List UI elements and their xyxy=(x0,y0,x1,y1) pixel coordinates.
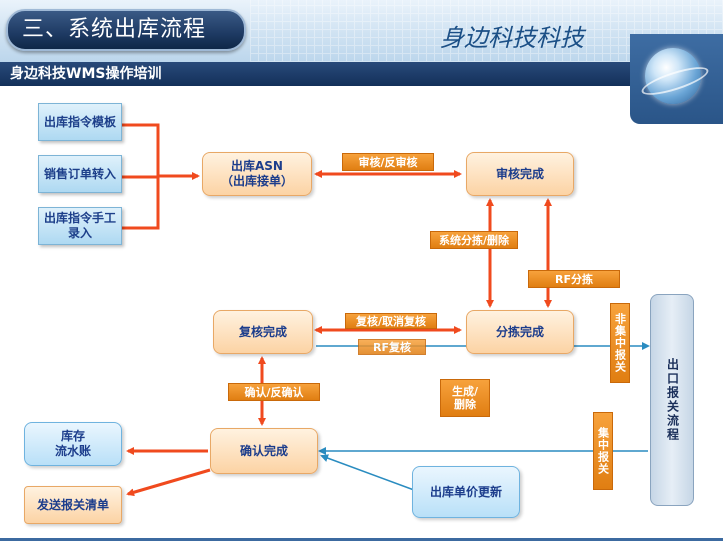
box-send-customs-list: 发送报关清单 xyxy=(24,486,122,524)
box-export-customs-flow: 出口报关流程 xyxy=(650,294,694,506)
box-price-update: 出库单价更新 xyxy=(412,466,520,518)
connector-doc1 xyxy=(122,123,160,176)
label-confirm-unconfirm: 确认/反确认 xyxy=(228,383,320,401)
subtitle-bar xyxy=(0,62,630,86)
connector-price-confirm xyxy=(320,454,415,491)
brand-wordmark: 身边科技科技 xyxy=(440,24,584,52)
label-rf-pick: RF分拣 xyxy=(528,270,620,288)
box-recheck-done: 复核完成 xyxy=(213,310,313,354)
label-system-pick-delete: 系统分拣/删除 xyxy=(430,231,518,249)
label-non-centralized-customs: 非集中报关 xyxy=(610,303,630,383)
subtitle: 身边科技WMS操作培训 xyxy=(10,66,162,82)
globe-icon xyxy=(645,48,701,104)
label-generate-delete: 生成/ 删除 xyxy=(440,379,490,417)
label-audit-unaudit: 审核/反审核 xyxy=(342,153,434,171)
box-outbound-asn: 出库ASN （出库接单） xyxy=(202,152,312,196)
label-recheck-cancel: 复核/取消复核 xyxy=(345,313,437,329)
footer-rule xyxy=(0,538,723,541)
box-confirm-done: 确认完成 xyxy=(210,428,318,474)
connector-doc3 xyxy=(122,176,160,230)
box-stock-ledger: 库存 流水账 xyxy=(24,422,122,466)
page-title: 三、系统出库流程 xyxy=(22,17,207,42)
box-audit-done: 审核完成 xyxy=(466,152,574,196)
doc-sales-order-import: 销售订单转入 xyxy=(38,155,122,193)
label-centralized-customs: 集中报关 xyxy=(593,412,613,490)
doc-manual-entry: 出库指令手工录入 xyxy=(38,207,122,245)
title-pill xyxy=(6,9,246,51)
label-rf-recheck: RF复核 xyxy=(358,339,426,355)
box-pick-done: 分拣完成 xyxy=(466,310,574,354)
arrow-confirm-customs-list xyxy=(126,468,211,497)
doc-outbound-template: 出库指令模板 xyxy=(38,103,122,141)
